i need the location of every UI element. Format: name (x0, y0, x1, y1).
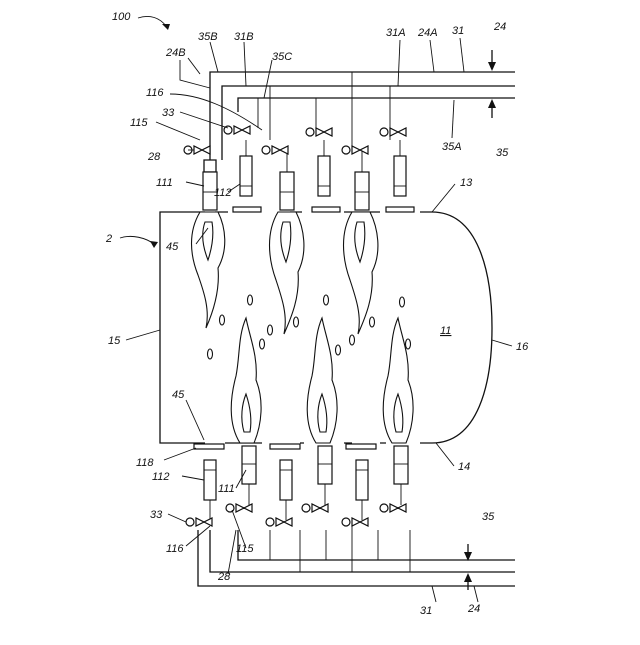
burner-top (355, 172, 369, 210)
top-burners (203, 140, 406, 210)
plate-118 (194, 444, 224, 449)
label-45-top: 45 (166, 241, 179, 253)
top-valves (184, 126, 406, 154)
flame-top-3 (344, 212, 378, 345)
label-13: 13 (460, 177, 473, 189)
label-11: 11 (440, 325, 451, 337)
label-24-bottom: 24 (467, 603, 480, 615)
burner-111-top (203, 160, 217, 210)
burner-bottom (318, 446, 332, 484)
flame-top-1 (192, 212, 225, 359)
label-31B: 31B (234, 31, 254, 43)
valve (380, 504, 406, 512)
valve (342, 146, 368, 154)
burner-top (394, 156, 406, 196)
pipe-drops (258, 72, 390, 150)
pipe-35-bottom (238, 530, 515, 560)
pipe-24 (210, 72, 515, 160)
burner-bottom (394, 446, 408, 484)
label-15: 15 (108, 335, 121, 347)
plate (270, 444, 300, 449)
pipe-24B-leader (180, 60, 210, 88)
flame-bottom-2 (307, 295, 340, 443)
top-plates (233, 207, 414, 212)
valve (306, 128, 332, 136)
valve (302, 504, 328, 512)
valve-33-bottom (186, 518, 212, 526)
pipe-risers (270, 520, 410, 572)
pipe-31-bottom (210, 530, 515, 572)
plate (386, 207, 414, 212)
label-116-bottom: 116 (166, 543, 184, 555)
label-115-bottom: 115 (236, 543, 254, 555)
burner-bottom (280, 460, 292, 500)
label-31-bottom: 31 (420, 605, 432, 617)
flame-bottom-3 (383, 297, 413, 443)
burner-112-bottom (204, 460, 216, 500)
label-24B: 24B (165, 47, 186, 59)
burner-bottom (356, 460, 368, 500)
labels: 100 2 35B 31B 24B 35C 31A 24A 31 24 35A … (105, 11, 529, 617)
label-28-bottom: 28 (217, 571, 231, 583)
valve-28 (184, 146, 210, 154)
label-35-bottom: 35 (482, 511, 495, 523)
valve (342, 518, 368, 526)
plate (233, 207, 261, 212)
label-115-top: 115 (130, 117, 148, 129)
label-16: 16 (516, 341, 529, 353)
label-112-bottom: 112 (152, 471, 170, 483)
label-24A: 24A (417, 27, 438, 39)
label-33-top: 33 (162, 107, 175, 119)
valve-116 (262, 146, 288, 154)
burner-top (280, 172, 294, 210)
label-14: 14 (458, 461, 470, 473)
bottom-plates (194, 444, 376, 449)
flame-bottom-1 (231, 295, 264, 443)
valve-116-bottom (226, 504, 252, 512)
flame-top-2 (268, 212, 304, 335)
label-118: 118 (136, 457, 154, 469)
burner-111-bottom (242, 446, 256, 484)
label-28-top: 28 (147, 151, 161, 163)
label-35C: 35C (272, 51, 292, 63)
label-100: 100 (112, 11, 131, 23)
label-31-top: 31 (452, 25, 464, 37)
label-35A: 35A (442, 141, 462, 153)
label-111-bottom: 111 (218, 483, 235, 495)
label-111-top: 111 (156, 177, 173, 189)
label-35-top: 35 (496, 147, 509, 159)
burner-112-top (240, 156, 252, 196)
valve (380, 128, 406, 136)
bottom-valves (186, 504, 406, 526)
label-45-bottom: 45 (172, 389, 185, 401)
burner-top (318, 156, 330, 196)
flow-arrows (464, 50, 496, 590)
plate (312, 207, 340, 212)
label-2: 2 (105, 233, 112, 245)
label-35B-top: 35B (198, 31, 218, 43)
label-116-top: 116 (146, 87, 164, 99)
plate (346, 444, 376, 449)
label-24-top: 24 (493, 21, 506, 33)
label-33-bottom: 33 (150, 509, 163, 521)
valve-33 (224, 126, 250, 134)
valve (266, 518, 292, 526)
flames (192, 212, 414, 443)
pipe-35 (238, 98, 515, 112)
top-manifolds (180, 60, 515, 160)
label-112-top: 112 (214, 187, 232, 199)
label-31A: 31A (386, 27, 406, 39)
